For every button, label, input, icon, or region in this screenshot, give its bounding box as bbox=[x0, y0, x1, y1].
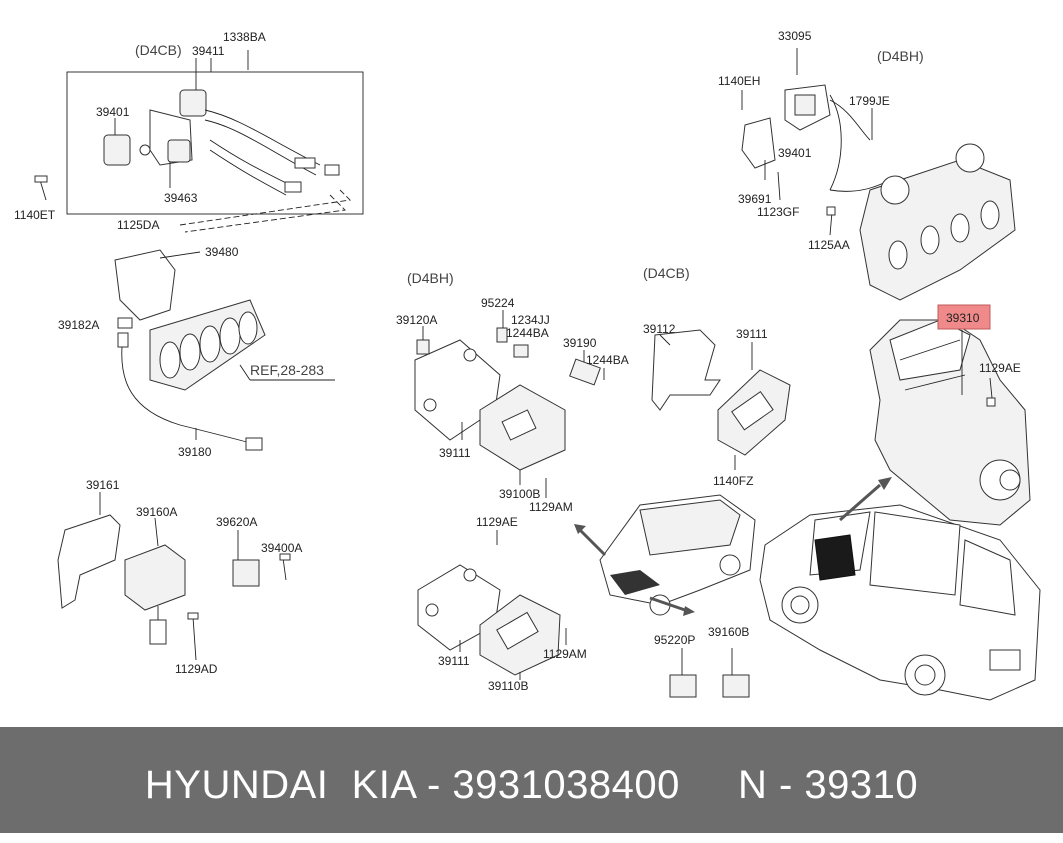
label-1140et: 1140ET bbox=[14, 208, 56, 222]
group-d4bh-mid: (D4BH) bbox=[407, 270, 454, 286]
label-33095: 33095 bbox=[778, 29, 812, 43]
label-1125aa: 1125AA bbox=[808, 238, 850, 252]
parts-diagram: (D4CB) (D4BH) (D4BH) (D4CB) 1338BA 39411… bbox=[14, 29, 1041, 701]
d4bh-egr-group bbox=[741, 48, 1016, 301]
label-39411: 39411 bbox=[192, 44, 225, 58]
label-39401: 39401 bbox=[96, 105, 130, 119]
van-large bbox=[759, 477, 1041, 701]
label-39120a: 39120A bbox=[396, 313, 437, 327]
label-ref: REF,28-283 bbox=[250, 362, 324, 378]
label-95220p: 95220P bbox=[654, 633, 695, 647]
label-39310: 39310 bbox=[946, 311, 980, 325]
label-39110b: 39110B bbox=[488, 679, 528, 693]
label-1129ae-b: 1129AE bbox=[476, 515, 518, 529]
label-39480: 39480 bbox=[205, 245, 239, 259]
label-1244ba: 1244BA bbox=[506, 326, 549, 340]
label-39111-a: 39111 bbox=[439, 446, 471, 460]
bolt-1140et bbox=[34, 175, 48, 201]
relays-bottom bbox=[669, 648, 750, 698]
label-39190: 39190 bbox=[563, 336, 597, 350]
footer-bar: HYUNDAI KIA - 3931038400 N - 39310 bbox=[0, 727, 1063, 833]
label-1244ba-b: 1244BA bbox=[586, 353, 629, 367]
label-39160b: 39160B bbox=[708, 625, 749, 639]
label-1799je: 1799JE bbox=[849, 94, 890, 108]
label-1129ae: 1129AE bbox=[979, 361, 1021, 375]
label-1129ad: 1129AD bbox=[175, 662, 218, 676]
label-39161: 39161 bbox=[86, 478, 120, 492]
group-d4bh-top: (D4BH) bbox=[877, 48, 924, 64]
label-1140eh: 1140EH bbox=[718, 74, 760, 88]
label-39691: 39691 bbox=[738, 192, 772, 206]
label-1125da: 1125DA bbox=[117, 218, 159, 232]
label-39463: 39463 bbox=[164, 191, 198, 205]
label-39180: 39180 bbox=[178, 445, 212, 459]
relay-39620a bbox=[232, 530, 291, 587]
ecu-d4bh-upper bbox=[414, 310, 566, 498]
relay-39190 bbox=[569, 350, 605, 386]
ecu-d4bh-lower bbox=[417, 530, 567, 680]
engine-assembly bbox=[869, 319, 1031, 526]
highlight-39310 bbox=[937, 304, 991, 330]
label-1129am-b: 1129AM bbox=[543, 647, 587, 661]
label-1140fz: 1140FZ bbox=[713, 474, 753, 488]
intake-manifold bbox=[114, 249, 335, 451]
label-95224: 95224 bbox=[481, 296, 515, 310]
label-1338ba: 1338BA bbox=[223, 30, 266, 44]
module-bracket bbox=[57, 492, 199, 661]
label-39111-b: 39111 bbox=[736, 327, 768, 341]
part-number-caption: HYUNDAI KIA - 3931038400 N - 39310 bbox=[144, 763, 919, 807]
label-39100b: 39100B bbox=[499, 487, 540, 501]
label-1234jj: 1234JJ bbox=[511, 313, 550, 327]
label-39620a: 39620A bbox=[216, 515, 257, 529]
label-39182a: 39182A bbox=[58, 318, 99, 332]
ecu-d4cb bbox=[651, 329, 791, 470]
label-1129am-a: 1129AM bbox=[529, 500, 573, 514]
label-39111-c: 39111 bbox=[438, 654, 470, 668]
label-39401-b: 39401 bbox=[778, 146, 812, 160]
label-39160a: 39160A bbox=[136, 505, 177, 519]
van-small bbox=[574, 494, 756, 616]
group-d4cb-mid: (D4CB) bbox=[643, 265, 690, 281]
label-39400a: 39400A bbox=[261, 541, 302, 555]
group-d4cb-top: (D4CB) bbox=[135, 42, 182, 58]
label-39112: 39112 bbox=[643, 322, 676, 336]
label-1123gf: 1123GF bbox=[757, 205, 799, 219]
egr-vacuum-box bbox=[66, 50, 364, 233]
